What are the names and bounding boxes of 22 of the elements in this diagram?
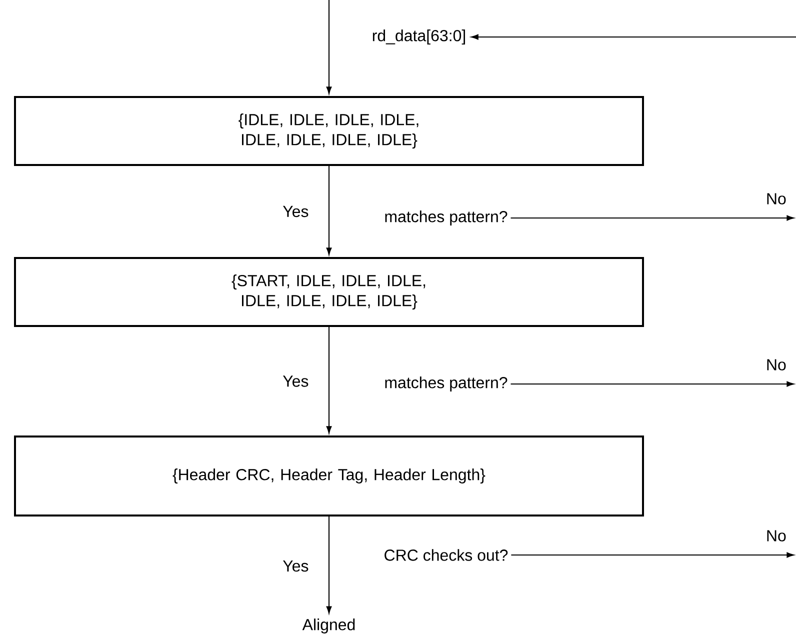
signal-label: rd_data[63:0] bbox=[372, 30, 465, 44]
arrow bbox=[326, 327, 332, 434]
edge-label: No bbox=[764, 358, 788, 372]
arrow bbox=[326, 0, 332, 94]
edge-label: Yes bbox=[281, 559, 310, 573]
arrow bbox=[471, 34, 796, 40]
arrow bbox=[510, 215, 794, 221]
process-box: {START, IDLE, IDLE, IDLE, IDLE, IDLE, IDLE, IDLE} bbox=[14, 257, 644, 327]
result-text: Aligned bbox=[302, 618, 355, 634]
edge-label: Yes bbox=[281, 374, 310, 388]
arrow bbox=[511, 552, 794, 558]
process-box: {Header CRC, Header Tag, Header Length} bbox=[14, 436, 644, 516]
edge-label: No bbox=[764, 192, 788, 206]
process-box: {IDLE, IDLE, IDLE, IDLE, IDLE, IDLE, IDLE, IDLE} bbox=[14, 96, 644, 166]
edge-label: Yes bbox=[281, 204, 310, 218]
decision-text: matches pattern? bbox=[385, 210, 508, 226]
arrow bbox=[510, 381, 794, 387]
arrow bbox=[326, 516, 332, 614]
edge-label: No bbox=[764, 528, 788, 543]
arrow bbox=[326, 166, 332, 255]
decision-text: matches pattern? bbox=[385, 376, 508, 392]
decision-text: CRC checks out? bbox=[384, 549, 508, 561]
